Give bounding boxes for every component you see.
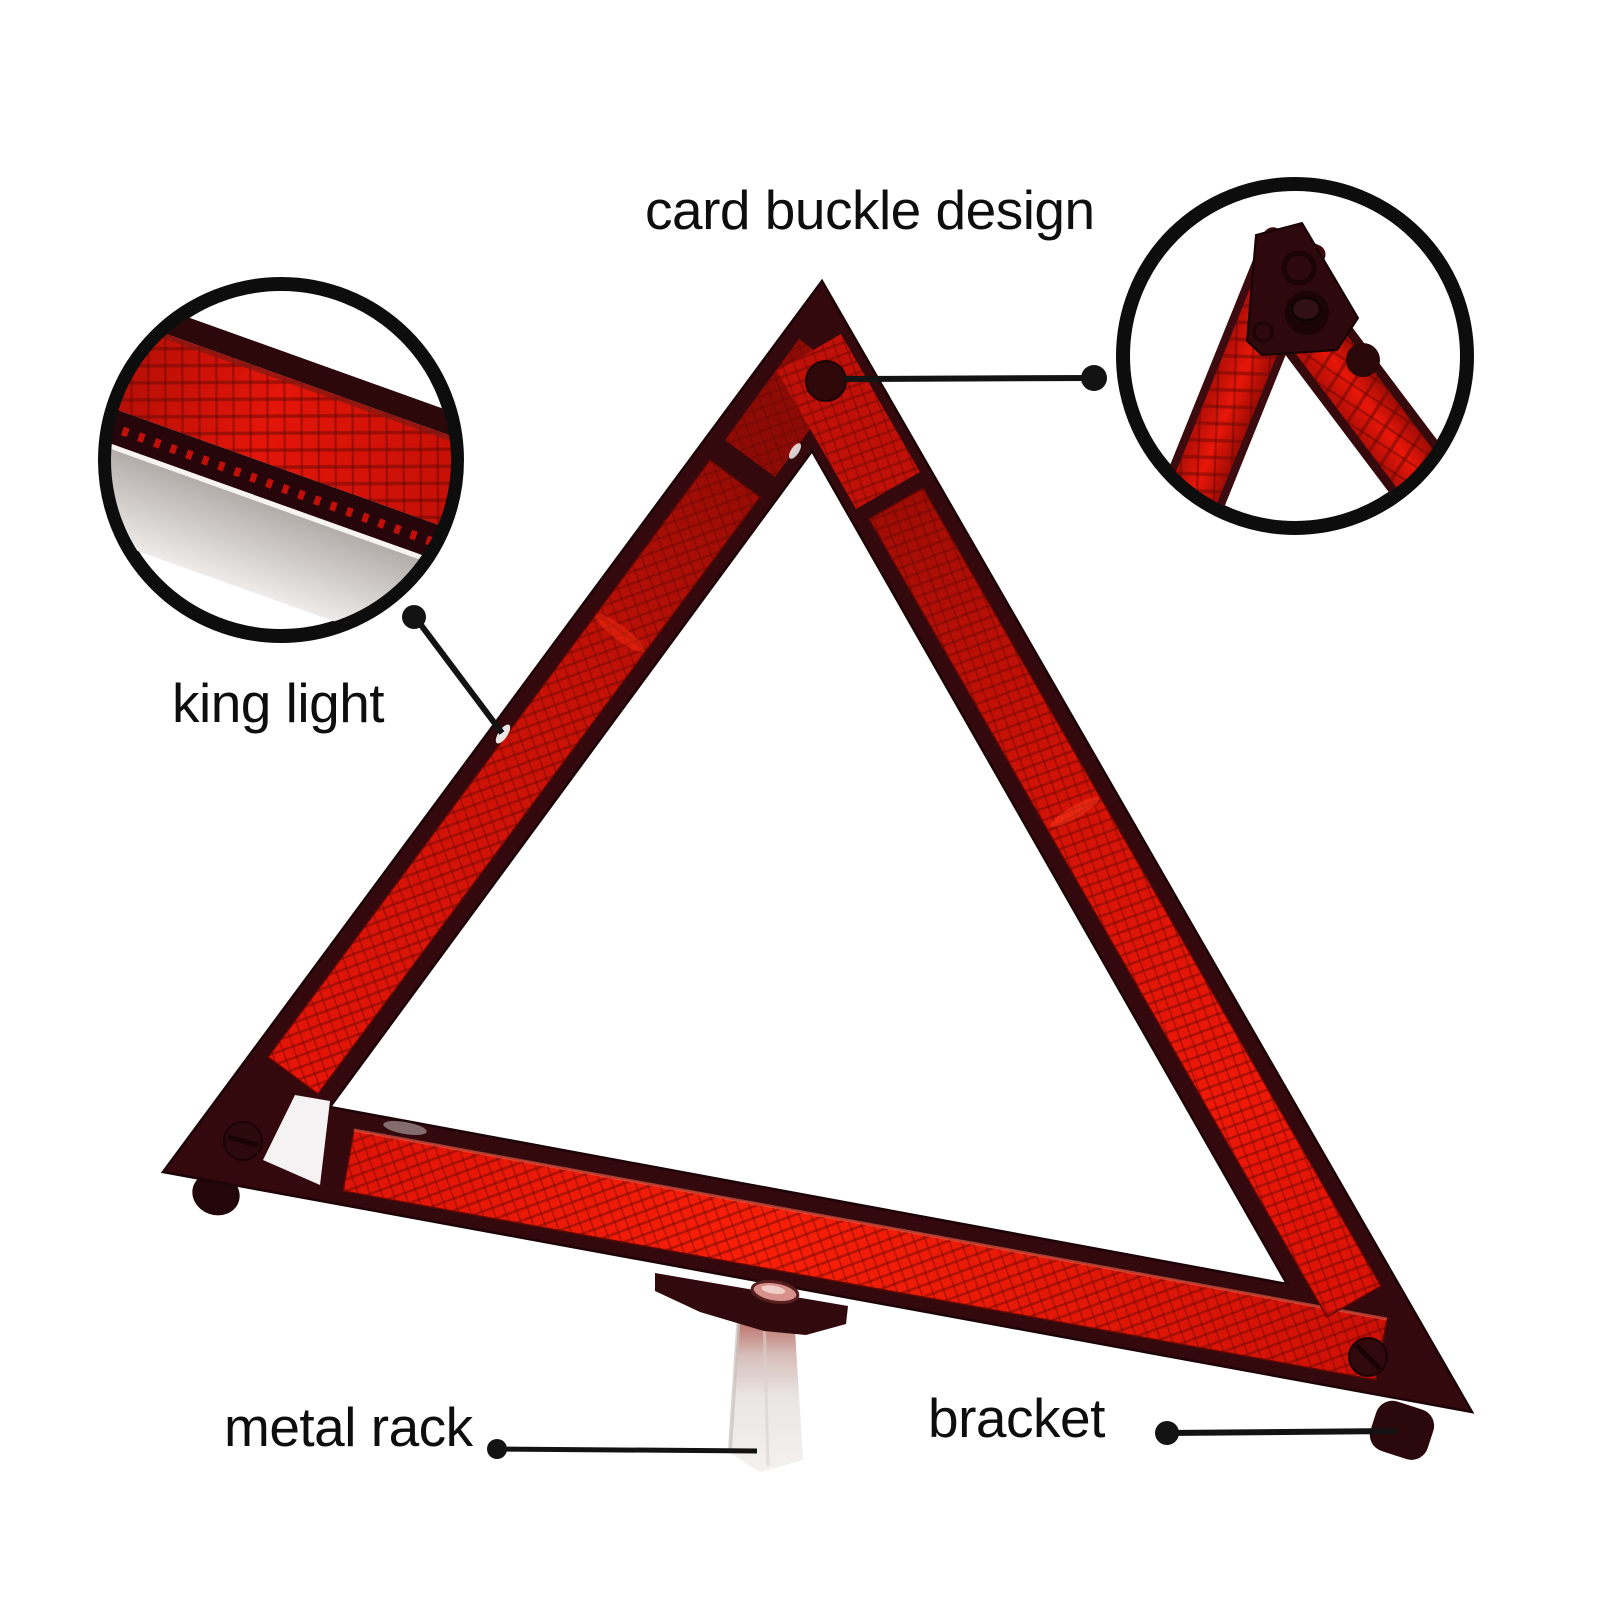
callout-metal-rack [487, 1439, 758, 1459]
clip-rivet [750, 1279, 800, 1305]
metal-rack-assembly [655, 1273, 848, 1472]
inset-card-buckle [1116, 177, 1474, 535]
bottom-left-rivet [223, 1121, 263, 1161]
callout-king-light [402, 605, 505, 735]
labels: card buckle design king light metal rack… [172, 179, 1106, 1458]
bottom-bar-reflector [342, 1120, 1388, 1381]
left-arm-reflector [266, 443, 802, 1096]
label-card-buckle-design: card buckle design [645, 179, 1095, 241]
inset-corner-piece [1245, 221, 1360, 357]
inset-king-light [98, 277, 464, 643]
callout-card-buckle [842, 365, 1107, 391]
right-foot-bracket [1369, 1400, 1435, 1460]
label-bracket: bracket [928, 1387, 1105, 1449]
inset-bar-rivet [1346, 343, 1380, 377]
bottom-right-rivet [1348, 1337, 1388, 1377]
label-king-light: king light [172, 672, 384, 734]
fold-gap [263, 1095, 330, 1185]
callout-lines [402, 365, 1398, 1459]
label-metal-rack: metal rack [224, 1396, 474, 1458]
callout-bracket [1155, 1421, 1398, 1445]
right-arm-reflector [867, 486, 1383, 1319]
warning-triangle [160, 278, 1475, 1460]
rack-clip [655, 1273, 848, 1335]
inset-buckle-knob [1285, 291, 1329, 335]
card-buckle-rivet [805, 360, 847, 402]
